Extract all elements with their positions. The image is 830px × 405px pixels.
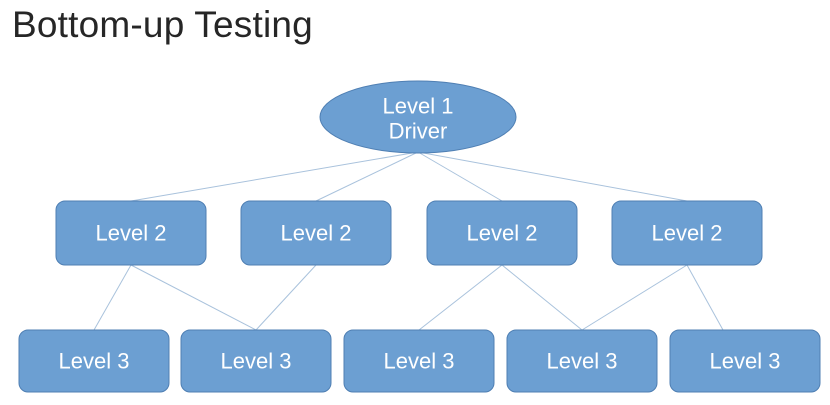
connector-root-l2-4	[417, 151, 688, 202]
node-level3-1-shape	[18, 329, 170, 393]
node-level2-2: Level 2	[240, 200, 392, 266]
node-level3-1-label: Level 3	[59, 349, 130, 374]
node-level3-5: Level 3	[669, 329, 821, 393]
node-level2-3: Level 2	[426, 200, 578, 266]
node-level2-1-label: Level 2	[96, 221, 167, 246]
node-level2-3-shape	[426, 200, 578, 266]
node-level3-5-label: Level 3	[710, 349, 781, 374]
connector-l2-2-l3-2	[255, 264, 317, 331]
node-level2-4-shape	[611, 200, 763, 266]
connector-root-l2-1	[130, 151, 419, 202]
node-level2-1-shape	[55, 200, 207, 266]
node-level2-2-label: Level 2	[281, 221, 352, 246]
node-level3-3-label: Level 3	[384, 349, 455, 374]
node-level3-3-shape	[343, 329, 495, 393]
node-level2-1: Level 2	[55, 200, 207, 266]
node-level2-4: Level 2	[611, 200, 763, 266]
connector-l2-3-l3-3	[418, 264, 503, 331]
node-level3-4-shape	[506, 329, 658, 393]
node-level2-4-label: Level 2	[652, 221, 723, 246]
connector-l2-4-l3-4	[581, 264, 688, 331]
connector-l2-1-l3-2	[130, 264, 257, 331]
node-level3-2-label: Level 3	[221, 349, 292, 374]
node-level1-shape	[319, 80, 517, 154]
node-level2-3-label: Level 2	[467, 221, 538, 246]
node-level1-driver: Level 1 Driver	[319, 80, 517, 154]
connector-root-l2-3	[417, 151, 503, 202]
node-level3-3: Level 3	[343, 329, 495, 393]
slide-title: Bottom-up Testing	[12, 4, 313, 45]
node-level1-line2: Driver	[389, 119, 448, 144]
node-level3-2-shape	[180, 329, 332, 393]
connector-l2-3-l3-4	[501, 264, 583, 331]
connectors	[93, 151, 724, 331]
node-level1-line1: Level 1	[383, 94, 454, 119]
node-level3-4: Level 3	[506, 329, 658, 393]
node-level3-2: Level 3	[180, 329, 332, 393]
connector-l2-1-l3-1	[93, 264, 132, 331]
connector-l2-4-l3-5	[686, 264, 724, 331]
node-level3-5-shape	[669, 329, 821, 393]
node-level2-2-shape	[240, 200, 392, 266]
node-level3-4-label: Level 3	[547, 349, 618, 374]
connector-root-l2-2	[315, 151, 419, 202]
node-level3-1: Level 3	[18, 329, 170, 393]
